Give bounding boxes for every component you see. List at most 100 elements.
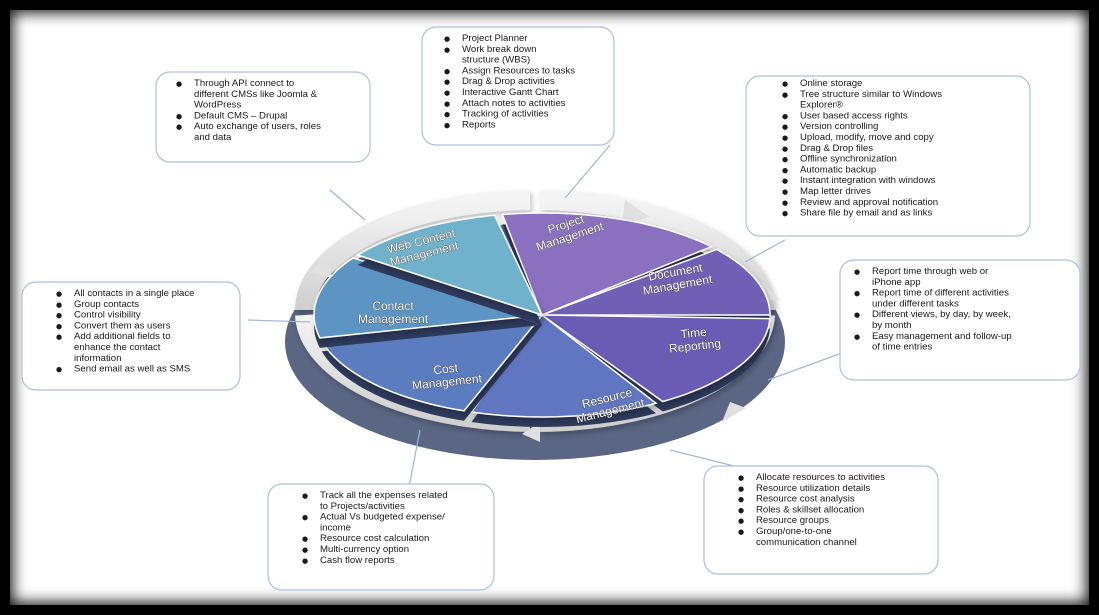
segment-label-line: Cost <box>433 361 460 378</box>
callout-web-line: Through API connect to <box>194 78 294 89</box>
bullet-icon: ● <box>302 546 308 554</box>
callout-document-line: Offline synchronization <box>800 154 897 165</box>
callout-web-line: WordPress <box>194 100 241 111</box>
bullet-icon: ● <box>782 134 788 142</box>
callout-resource-line: Resource utilization details <box>756 483 870 494</box>
callout-document-line: Review and approval notification <box>800 197 938 208</box>
callout-contact-box <box>21 281 241 391</box>
bullet-icon: ● <box>56 301 62 309</box>
segment-time-face <box>539 314 771 403</box>
bullet-icon: ● <box>782 91 788 99</box>
callout-web-line: Default CMS – Drupal <box>194 110 287 121</box>
callout-cost-line: Multi-currency option <box>320 544 409 555</box>
bullet-icon: ● <box>782 80 788 88</box>
segment-label-line: Time <box>680 325 708 342</box>
callout-cost-line: to Projects/activities <box>320 501 405 512</box>
callout-contact-line: enhance the contact <box>74 342 161 353</box>
callout-contact-line: Send email as well as SMS <box>74 364 190 375</box>
bullet-icon: ● <box>56 322 62 330</box>
callout-document-box <box>745 75 1031 237</box>
bullet-icon: ● <box>444 121 450 129</box>
callout-resource-line: Roles & skillset allocation <box>756 504 864 515</box>
callout-time-line: by month <box>872 320 911 331</box>
callout-resource-line: communication channel <box>756 537 857 548</box>
callout-web-box <box>155 71 371 163</box>
callout-time-line: iPhone app <box>872 277 921 288</box>
callout-connectors <box>247 144 851 493</box>
callout-web-line: different CMSs like Joomla & <box>194 89 318 100</box>
callout-time-box <box>839 259 1081 381</box>
callout-project-box <box>421 26 615 146</box>
callout-contact-line: All contacts in a single place <box>74 288 195 299</box>
callout-document: ●Online storage●Tree structure similar t… <box>745 75 1031 237</box>
callout-resource-box <box>703 465 939 575</box>
bullet-icon: ● <box>56 312 62 320</box>
bullet-icon: ● <box>176 112 182 120</box>
bullet-icon: ● <box>444 67 450 75</box>
callout-document-line: Share file by email and as links <box>800 208 932 219</box>
segment-document: DocumentManagement <box>541 248 771 325</box>
bullet-icon: ● <box>738 474 744 482</box>
segment-resource: ResourceManagement <box>470 313 658 427</box>
bullet-icon: ● <box>738 517 744 525</box>
callout-project-line: Work break down <box>462 44 536 55</box>
bullet-icon: ● <box>176 80 182 88</box>
bullet-icon: ● <box>782 210 788 218</box>
bullet-icon: ● <box>854 333 860 341</box>
segment-contact-face <box>313 257 543 339</box>
bullet-icon: ● <box>444 100 450 108</box>
callout-document-line: Upload, modify, move and copy <box>800 132 934 143</box>
callout-time-line: under different tasks <box>872 298 959 309</box>
bullet-icon: ● <box>56 333 62 341</box>
segment-label-line: Reporting <box>668 336 721 355</box>
callout-resource-line: Allocate resources to activities <box>756 472 885 483</box>
callout-contact: ●All contacts in a single place●Group co… <box>21 281 241 391</box>
callout-project: ●Project Planner●Work break downstructur… <box>421 26 615 146</box>
bullet-icon: ● <box>782 156 788 164</box>
callout-document-line: User based access rights <box>800 110 908 121</box>
callout-document-line: Version controlling <box>800 121 878 132</box>
callout-project-line: Assign Resources to tasks <box>462 65 575 76</box>
callout-project-line: Interactive Gantt Chart <box>462 87 559 98</box>
segment-project-face <box>501 212 714 316</box>
bullet-icon: ● <box>444 111 450 119</box>
bullet-icon: ● <box>854 268 860 276</box>
callout-time-line: Report time of different activities <box>872 288 1009 299</box>
callout-cost-box <box>267 483 495 591</box>
bullet-icon: ● <box>444 89 450 97</box>
callout-project-line: Attach notes to activities <box>462 98 566 109</box>
bullet-icon: ● <box>782 112 788 120</box>
callout-project-line: structure (WBS) <box>462 55 530 66</box>
callout-document-line: Explorer® <box>800 100 843 111</box>
callout-document-line: Tree structure similar to Windows <box>800 89 942 100</box>
callout-contact-line: information <box>74 353 121 364</box>
segment-label-line: Contact <box>372 299 414 313</box>
callout-contact-line: Add additional fields to <box>74 331 171 342</box>
bullet-icon: ● <box>854 311 860 319</box>
bullet-icon: ● <box>738 496 744 504</box>
bullet-icon: ● <box>56 366 62 374</box>
segment-web: Web ContentManagement <box>355 214 544 325</box>
bullet-icon: ● <box>302 557 308 565</box>
callout-project-line: Reports <box>462 119 496 130</box>
callout-resource-line: Resource groups <box>756 515 829 526</box>
callout-web-line: and data <box>194 132 232 143</box>
ring-arrow-icon <box>310 258 332 278</box>
callout-web-line: Auto exchange of users, roles <box>194 121 321 132</box>
callout-cost-line: Resource cost calculation <box>320 533 429 544</box>
callout-resource-line: Resource cost analysis <box>756 494 855 505</box>
callout-cost-line: Track all the expenses related <box>320 490 448 501</box>
bullet-icon: ● <box>738 528 744 536</box>
callout-document-line: Drag & Drop files <box>800 143 873 154</box>
segment-time: TimeReporting <box>539 314 771 412</box>
callout-resource-line: Group/one-to-one <box>756 526 832 537</box>
callout-time-line: Different views, by day, by week, <box>872 309 1011 320</box>
segment-time-label: TimeReporting <box>667 323 722 355</box>
callout-document-line: Automatic backup <box>800 164 876 175</box>
callout-cost-line: Cash flow reports <box>320 555 395 566</box>
bullet-icon: ● <box>782 123 788 131</box>
callout-cost-line: income <box>320 522 351 533</box>
callout-time-line: of time entries <box>872 342 932 353</box>
